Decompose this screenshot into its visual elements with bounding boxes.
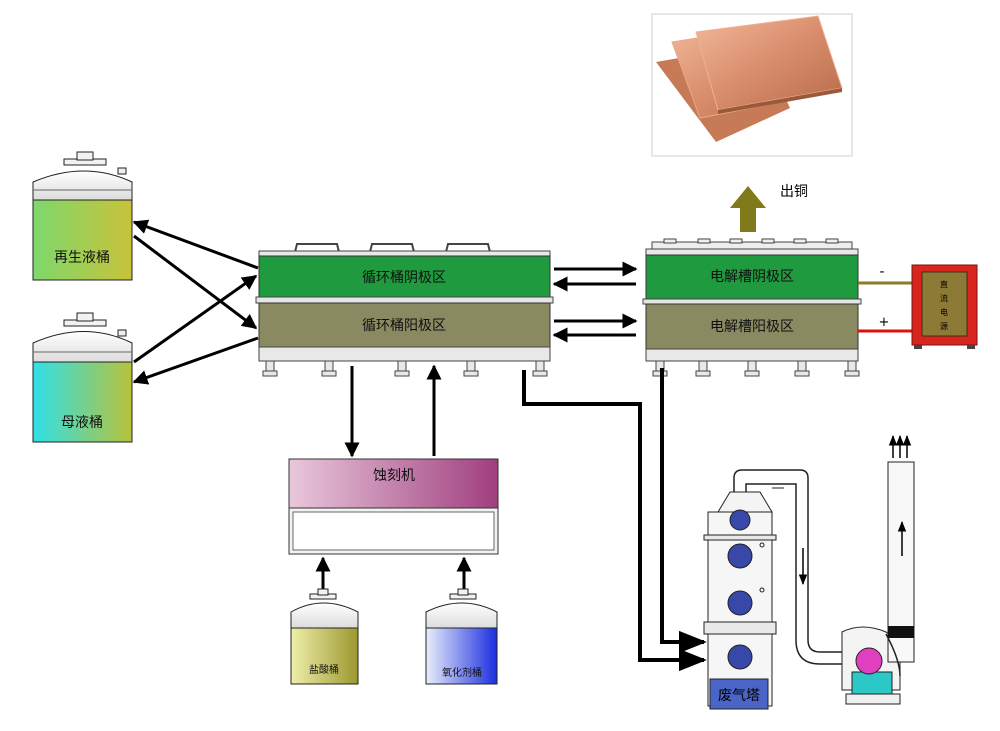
- copper-sheets-photo: [651, 13, 853, 157]
- arrow-mother-to-cathode: [133, 274, 258, 364]
- fan-and-chimney: [795, 434, 915, 705]
- oxidizer-tank: [425, 588, 498, 685]
- exchange-arrows: [552, 261, 638, 343]
- oxidizer-tank-label: 氧化剂桶: [442, 666, 482, 679]
- dc-power-supply: [858, 264, 978, 349]
- power-label-1: 直: [940, 279, 948, 289]
- scrubber-tower: [703, 469, 809, 710]
- regen-tank-label: 再生液桶: [54, 250, 110, 266]
- hcl-tank: [290, 588, 359, 685]
- power-label-3: 电: [940, 307, 948, 317]
- plus-sign: +: [879, 315, 890, 330]
- mother-tank: [32, 312, 133, 443]
- hcl-tank-label: 盐酸桶: [309, 663, 339, 676]
- etcher-flow-arrows: [344, 364, 442, 458]
- arrow-to-regen: [132, 219, 259, 270]
- regen-tank: [32, 151, 133, 281]
- copper-output-arrow: [730, 186, 766, 232]
- etcher-label: 蚀刻机: [373, 468, 415, 484]
- circulation-tank: [255, 243, 554, 377]
- duct-from-electrolysis: [660, 368, 707, 654]
- mother-tank-label: 母液桶: [61, 415, 103, 431]
- power-label-4: 源: [940, 322, 948, 331]
- minus-sign: -: [879, 264, 884, 280]
- arrow-to-mother: [132, 336, 259, 385]
- exhaust-ducts: [522, 368, 707, 672]
- scrubber-label: 废气塔: [718, 688, 760, 704]
- chemical-arrows: [315, 556, 472, 596]
- circulation-cathode-label: 循环桶阴极区: [362, 270, 446, 286]
- power-label-2: 流: [940, 293, 948, 303]
- electrolysis-tank: [642, 238, 862, 377]
- duct-from-circulation: [522, 370, 707, 672]
- etching-machine: [288, 458, 499, 555]
- copper-output-label: 出铜: [780, 184, 808, 200]
- circulation-anode-label: 循环桶阳极区: [362, 318, 446, 334]
- tank-flow-arrows: [132, 219, 259, 385]
- electrolysis-cathode-label: 电解槽阴极区: [710, 269, 794, 285]
- electrolysis-anode-label: 电解槽阳极区: [710, 319, 794, 335]
- arrow-regen-to-anode: [133, 234, 258, 330]
